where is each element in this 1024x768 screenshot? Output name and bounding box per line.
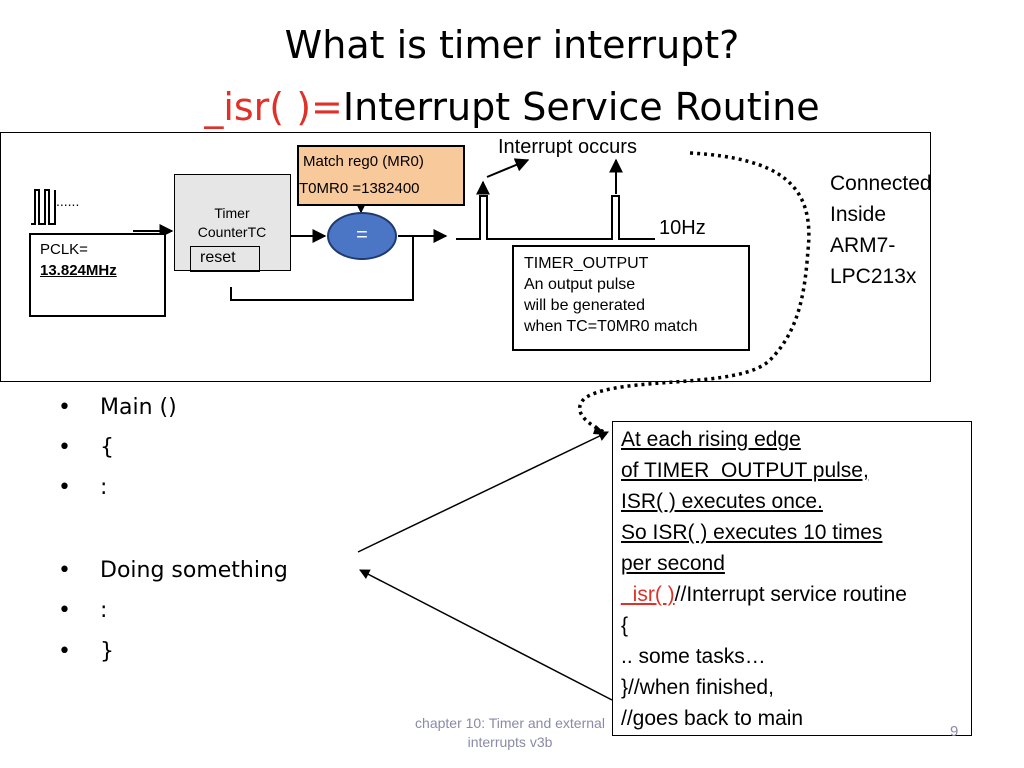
freq-label: 10Hz xyxy=(659,217,706,239)
subtitle-isr: _isr( )= xyxy=(204,85,343,129)
connected-line: ARM7- xyxy=(830,234,896,257)
bullet: • xyxy=(58,598,71,623)
bullet: • xyxy=(58,435,71,460)
comparator: = xyxy=(327,212,397,260)
isr-line: of TIMER_OUTPUT pulse, xyxy=(621,459,869,482)
timer-label: Timer xyxy=(214,205,250,221)
diagram-frame xyxy=(0,132,931,382)
match-reg-value: T0MR0 =1382400 xyxy=(299,180,420,197)
wire-feedback xyxy=(230,236,414,301)
isr-line: per second xyxy=(621,552,725,575)
isr-box: At each rising edge of TIMER_OUTPUT puls… xyxy=(612,421,972,736)
timer-output-line: TIMER_OUTPUT xyxy=(524,255,649,272)
isr-code-line: _isr( )//Interrupt service routine xyxy=(621,579,907,610)
isr-line: So ISR( ) executes 10 times xyxy=(621,521,883,544)
connected-line: LPC213x xyxy=(830,265,917,288)
list-item-text: : xyxy=(100,598,108,623)
pclk-value: 13.824MHz xyxy=(40,262,117,279)
dotted-connector xyxy=(577,151,811,434)
page-number: 9 xyxy=(950,723,959,740)
timer-output-line: when TC=T0MR0 match xyxy=(524,318,698,335)
output-pulse xyxy=(456,195,655,240)
interrupt-pointer-1 xyxy=(486,158,530,178)
list-item-text: : xyxy=(100,475,108,500)
bullet: • xyxy=(58,395,71,420)
arrow-isr-to-main xyxy=(359,569,613,701)
footer-line: chapter 10: Timer and external xyxy=(415,715,605,731)
slide-title: What is timer interrupt? xyxy=(284,23,740,67)
match-reg-label: Match reg0 (MR0) xyxy=(303,153,424,170)
clock-pulse xyxy=(31,189,56,225)
slide-subtitle: _isr( )=Interrupt Service Routine xyxy=(0,84,1024,130)
arrow-main-to-isr xyxy=(357,431,609,553)
counter-label: CounterTC xyxy=(197,224,267,240)
list-item-text: { xyxy=(100,435,114,460)
subtitle-rest: Interrupt Service Routine xyxy=(342,85,820,129)
bullet: • xyxy=(58,639,71,664)
interrupt-label: Interrupt occurs xyxy=(498,136,637,158)
isr-code-return: //goes back to main xyxy=(621,707,804,730)
isr-line: ISR( ) executes once. xyxy=(621,490,823,513)
timer-output-line: will be generated xyxy=(524,297,645,314)
footer-line: interrupts v3b xyxy=(467,734,553,750)
bullet: • xyxy=(58,475,71,500)
slide-footer: chapter 10: Timer and external interrupt… xyxy=(390,714,630,752)
isr-line: At each rising edge xyxy=(621,428,801,451)
connected-note: Connected Inside ARM7- LPC213x xyxy=(830,168,932,292)
list-item-text: } xyxy=(100,639,114,664)
clock-dots: ...... xyxy=(56,193,80,209)
isr-code-tasks: .. some tasks… xyxy=(621,645,766,668)
bullet: • xyxy=(58,558,71,583)
timer-output-text: TIMER_OUTPUT An output pulse will be gen… xyxy=(524,253,698,337)
list-item-text: Main () xyxy=(100,395,177,420)
connected-line: Connected xyxy=(830,172,932,195)
timer-counter-box: Timer CounterTC xyxy=(174,174,291,271)
isr-code-open: { xyxy=(621,614,629,637)
isr-function: _isr( ) xyxy=(621,583,675,606)
connected-line: Inside xyxy=(830,203,887,226)
timer-output-line: An output pulse xyxy=(524,276,636,293)
isr-comment: //Interrupt service routine xyxy=(674,583,907,606)
reset-box: reset xyxy=(190,246,260,272)
match-register-box: Match reg0 (MR0) T0MR0 =1382400 xyxy=(297,145,465,206)
timer-output-box: TIMER_OUTPUT An output pulse will be gen… xyxy=(512,245,750,351)
list-item-text: Doing something xyxy=(100,558,288,583)
isr-code-close: }//when finished, xyxy=(621,676,774,699)
pclk-label: PCLK= xyxy=(40,241,88,258)
pclk-box: PCLK= 13.824MHz xyxy=(29,233,166,317)
